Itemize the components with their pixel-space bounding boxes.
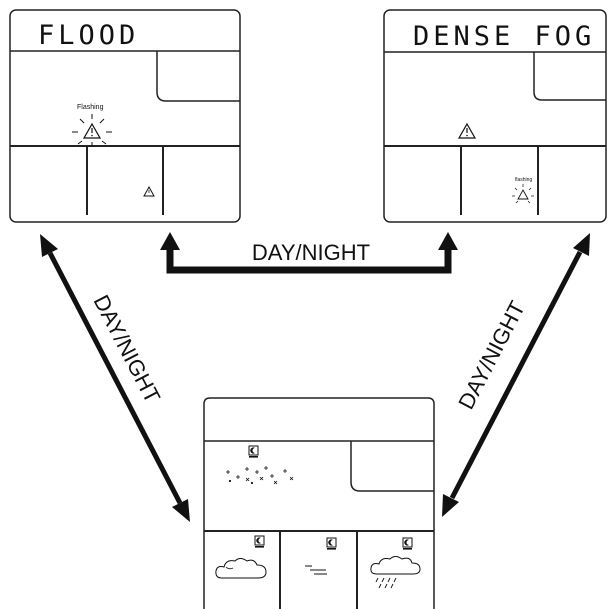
fog-title: DENSE FOG: [413, 21, 595, 52]
flood-title: FLOOD: [38, 20, 139, 51]
flood-flashing-label: Flashing: [77, 104, 104, 111]
right-arrow-label: DAY/NIGHT: [453, 297, 530, 413]
stars-icon: [226, 466, 294, 485]
fog-flashing-warning-icon: [512, 184, 534, 204]
rain-cloud-icon: [370, 537, 421, 589]
flood-small-warning-icon: [143, 185, 155, 197]
cloud-icon: [215, 535, 267, 579]
fog-warning-icon: [457, 122, 477, 139]
fog-icon: [305, 537, 337, 575]
top-arrow-label: DAY/NIGHT: [252, 240, 370, 265]
flood-flashing-warning-icon: [72, 114, 112, 147]
fog-flashing-label: flashing: [515, 177, 532, 183]
night-moon-icon: [248, 445, 259, 458]
left-day-night-arrow: DAY/NIGHT: [40, 234, 190, 522]
dense-fog-panel: DENSE FOG flashing: [383, 9, 607, 223]
normal-forecast-panel: [203, 397, 435, 609]
top-day-night-arrow: DAY/NIGHT: [160, 232, 458, 274]
right-day-night-arrow: DAY/NIGHT: [442, 233, 590, 517]
flood-panel: FLOOD Flashing: [9, 9, 241, 223]
